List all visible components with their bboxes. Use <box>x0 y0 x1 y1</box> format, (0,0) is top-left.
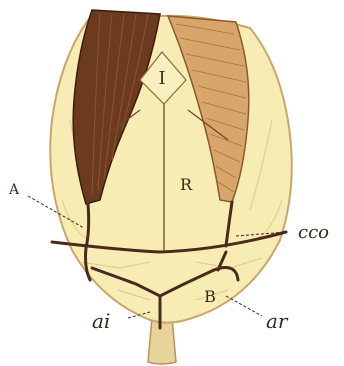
label-b: B <box>204 287 216 306</box>
label-cco: cco <box>298 222 329 243</box>
label-a: A <box>8 182 20 198</box>
label-r: R <box>180 175 193 194</box>
label-ar: ar <box>266 309 289 333</box>
stalk <box>148 318 176 364</box>
label-ai: ai <box>92 309 110 333</box>
label-i: I <box>158 68 165 89</box>
